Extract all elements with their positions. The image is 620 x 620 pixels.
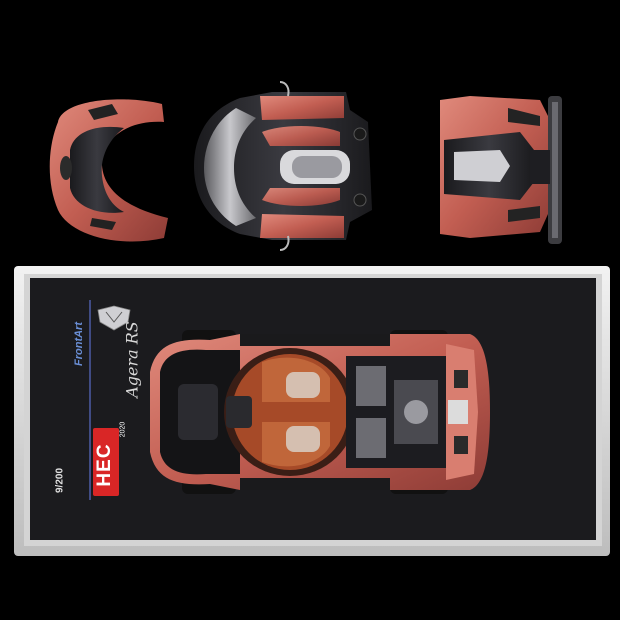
front-hood-part (49, 99, 168, 242)
brand-logo-text: FrontArt (73, 322, 85, 366)
series-badge-label: HEC (94, 443, 115, 487)
rear-body-wing-part (440, 96, 562, 244)
model-car (150, 330, 490, 494)
koenigsegg-shield-icon (97, 305, 131, 331)
hec-badge (93, 428, 119, 496)
rear-clamshell-part (194, 81, 372, 251)
model-script-signature: Agera RS (122, 321, 142, 398)
edition-number: 9/200 (54, 467, 66, 494)
series-year-label: 2020 (119, 421, 127, 438)
